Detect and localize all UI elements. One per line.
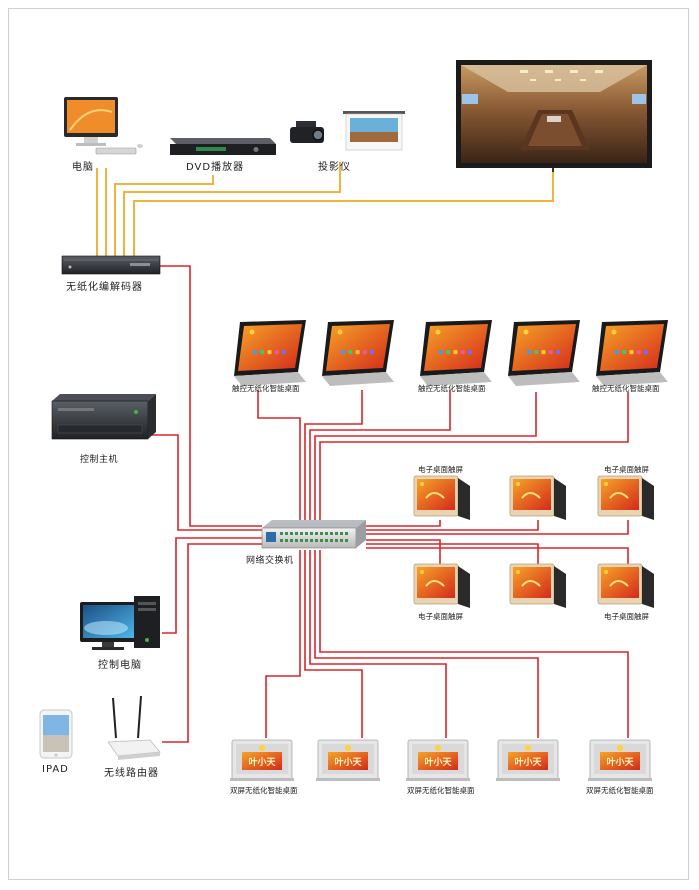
wireless-router-icon <box>107 695 161 760</box>
av-line-projector <box>123 162 341 257</box>
epaper-touch-screen-icon <box>413 475 470 520</box>
control-computer-icon <box>80 596 160 650</box>
net-line-epaper-6 <box>366 547 629 568</box>
dual-screen-desk-icon: 叶小天 <box>406 739 470 781</box>
net-line-dual-3 <box>309 550 447 738</box>
net-line-control-host <box>152 434 262 531</box>
net-line-router <box>162 543 262 743</box>
touch-desk-icon <box>420 320 492 386</box>
epaper-screen-group <box>413 475 654 608</box>
epaper-touch-screen-icon <box>597 475 654 520</box>
dual-screen-desk-icon: 叶小天 <box>588 739 652 781</box>
ipad-icon <box>39 709 73 759</box>
net-line-touch-2 <box>304 390 363 520</box>
network-switch-icon <box>261 520 366 549</box>
diagram-frame <box>8 8 689 880</box>
touch-desk-icon <box>322 320 394 386</box>
net-line-dual-5 <box>319 550 629 738</box>
codec-label: 无纸化编解码器 <box>66 282 143 293</box>
net-line-dual-1 <box>265 550 301 738</box>
dual-desk-label-right: 双屏无纸化智能桌面 <box>586 786 654 795</box>
epaper-touch-screen-icon <box>413 563 470 608</box>
projector-icon <box>290 121 324 143</box>
net-line-touch-3 <box>309 390 451 520</box>
nameplate-text: 叶小天 <box>334 756 362 768</box>
router-label: 无线路由器 <box>104 768 159 779</box>
nameplate-text: 叶小天 <box>424 756 452 768</box>
dvd-label: DVD播放器 <box>186 162 245 173</box>
nameplate-text: 叶小天 <box>606 756 634 768</box>
dual-screen-desk-row: 叶小天 叶小天 叶小天 叶小天 叶小天 <box>230 739 652 781</box>
nameplate-text: 叶小天 <box>514 756 542 768</box>
epaper-touch-screen-icon <box>509 563 566 608</box>
epaper-label-top-left: 电子桌面触屏 <box>418 465 463 474</box>
net-line-codec <box>160 265 262 527</box>
av-connection-lines <box>96 162 554 257</box>
control-pc-label: 控制电脑 <box>98 660 142 671</box>
pc-label: 电脑 <box>72 162 94 173</box>
net-line-epaper-3 <box>366 520 629 535</box>
net-line-epaper-5 <box>366 543 539 568</box>
net-line-control-pc <box>162 537 262 634</box>
dvd-player-icon <box>170 138 276 155</box>
dual-screen-desk-icon: 叶小天 <box>316 739 380 781</box>
touch-desk-label-left: 触控无纸化智能桌面 <box>232 384 300 393</box>
net-line-dual-2 <box>304 550 363 738</box>
touch-desk-icon <box>596 320 668 386</box>
net-line-dual-4 <box>314 550 539 738</box>
epaper-label-bottom-right: 电子桌面触屏 <box>604 612 649 621</box>
network-connection-lines <box>152 265 629 743</box>
codec-device-icon <box>61 255 161 275</box>
touch-desk-icon <box>508 320 580 386</box>
net-line-epaper-4 <box>366 539 441 568</box>
projector-label: 投影仪 <box>318 162 351 173</box>
touch-desk-label-mid: 触控无纸化智能桌面 <box>418 384 486 393</box>
projection-screen-icon <box>343 111 405 151</box>
epaper-touch-screen-icon <box>509 475 566 520</box>
touch-desk-icon <box>234 320 306 386</box>
control-host-label: 控制主机 <box>80 455 119 465</box>
touch-desk-row <box>234 320 668 386</box>
net-line-touch-1 <box>257 390 301 520</box>
net-line-epaper-2 <box>366 520 539 531</box>
net-line-epaper-1 <box>366 520 441 527</box>
nameplate-text: 叶小天 <box>248 756 276 768</box>
conference-tv-icon <box>456 60 652 172</box>
switch-label: 网络交换机 <box>246 556 294 566</box>
dual-screen-desk-icon: 叶小天 <box>230 739 294 781</box>
net-line-touch-4 <box>314 392 537 520</box>
epaper-touch-screen-icon <box>597 563 654 608</box>
ipad-label: IPAD <box>42 764 69 775</box>
touch-desk-label-right: 触控无纸化智能桌面 <box>592 384 660 393</box>
net-line-touch-5 <box>319 392 629 520</box>
av-line-tv <box>133 170 554 257</box>
epaper-label-top-right: 电子桌面触屏 <box>604 465 649 474</box>
av-line-dvd <box>114 175 214 257</box>
dual-screen-desk-icon: 叶小天 <box>496 739 560 781</box>
dual-desk-label-left: 双屏无纸化智能桌面 <box>230 786 298 795</box>
dual-desk-label-mid: 双屏无纸化智能桌面 <box>407 786 475 795</box>
epaper-label-bottom-left: 电子桌面触屏 <box>418 612 463 621</box>
control-host-icon <box>51 394 156 440</box>
computer-icon <box>64 97 143 155</box>
